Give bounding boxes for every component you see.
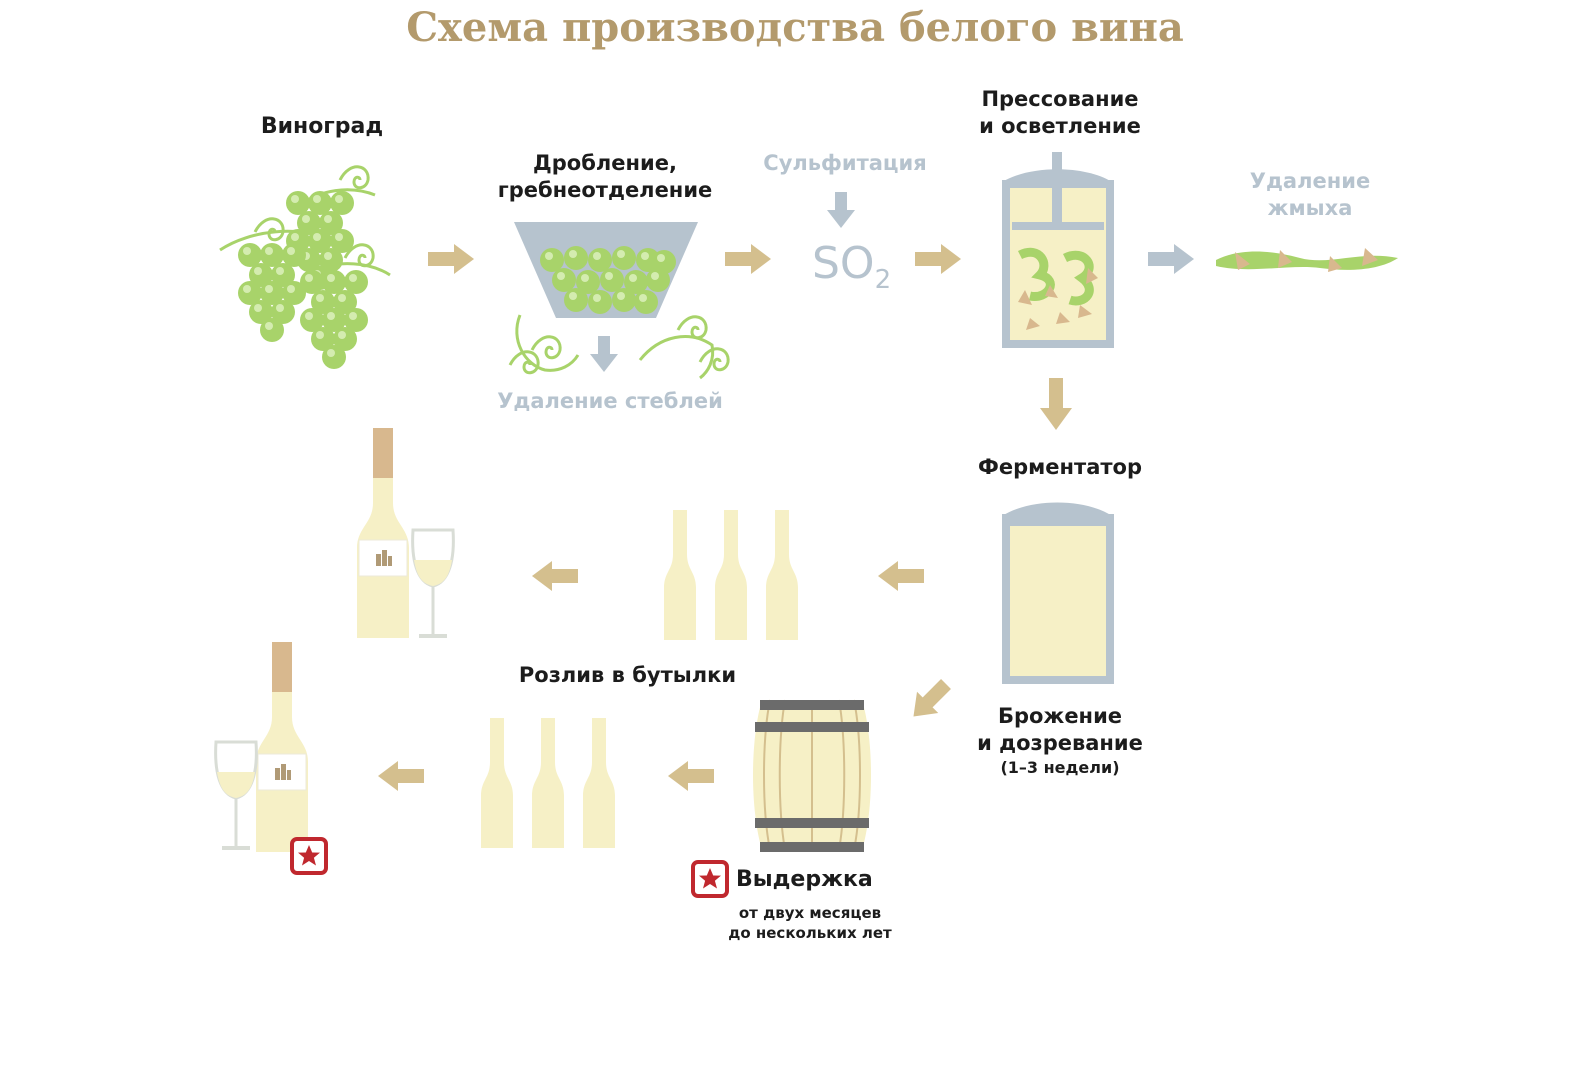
pomace-icon: [1216, 248, 1398, 272]
crusher-icon: [514, 222, 698, 318]
wine-glass-icon: [411, 528, 455, 640]
press-icon: [1002, 152, 1114, 348]
bottling-label: Розлив в бутылки: [518, 663, 737, 687]
crushing-label: Дробление,гребнеотделение: [497, 151, 713, 203]
bottles-icon: [481, 718, 615, 848]
arrow-icon: [1040, 378, 1072, 430]
stems-removal-label: Удаление стеблей: [497, 389, 723, 413]
aging-label: Выдержка: [736, 867, 873, 892]
grape-label: Виноград: [260, 114, 384, 139]
arrow-icon: [532, 561, 578, 591]
arrow-icon: [878, 561, 924, 591]
arrow-icon: [590, 336, 618, 372]
wine-glass-icon: [214, 740, 258, 852]
bottle-icon: [356, 427, 410, 639]
arrow-icon: [668, 761, 714, 791]
arrow-icon: [725, 244, 771, 274]
arrow-icon: [1148, 244, 1194, 274]
so2-label: SO2: [812, 238, 892, 295]
stem-icon: [508, 314, 730, 380]
page-title: Схема производства белого вина: [406, 4, 1184, 51]
grape-cluster-icon: [219, 165, 391, 369]
bottle-icon: [255, 641, 309, 853]
star-badge-icon: [691, 860, 729, 898]
arrow-icon: [378, 761, 424, 791]
bottles-icon: [664, 510, 798, 640]
fermenter-icon: [1002, 502, 1114, 684]
sulfitation-label: Сульфитация: [763, 151, 927, 175]
arrow-icon: [428, 244, 474, 274]
star-badge-icon: [290, 837, 328, 875]
barrel-icon: [753, 699, 871, 852]
arrow-icon: [915, 244, 961, 274]
arrow-icon: [827, 192, 855, 228]
fermenter-label: Ферментатор: [978, 455, 1142, 479]
